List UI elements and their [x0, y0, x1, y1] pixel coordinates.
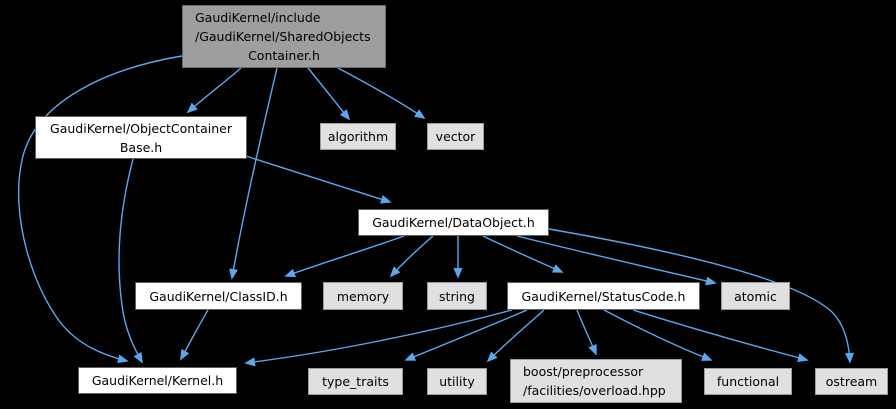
- node-label-line: algorithm: [327, 129, 389, 144]
- node-label-line: GaudiKernel/StatusCode.h: [521, 288, 686, 304]
- node-label-line: GaudiKernel/Kernel.h: [91, 373, 224, 388]
- node-label-line: /GaudiKernel/SharedObjects: [195, 29, 371, 44]
- edge-statuscode-to-kernel: [244, 309, 513, 367]
- node-dataobject[interactable]: GaudiKernel/DataObject.h: [358, 209, 549, 236]
- node-classid[interactable]: GaudiKernel/ClassID.h: [135, 282, 302, 310]
- edge-statuscode-to-ostream: [632, 309, 809, 363]
- node-label-line: GaudiKernel/ClassID.h: [149, 288, 288, 304]
- node-label-line: utility: [439, 374, 475, 389]
- node-label-line: Base.h: [119, 139, 163, 155]
- node-label-line: vector: [435, 129, 476, 144]
- edge-dataobject-to-atomic: [516, 235, 717, 286]
- node-sharedobjectscontainer: GaudiKernel/include/GaudiKernel/SharedOb…: [182, 5, 386, 68]
- node-type-traits: type_traits: [308, 368, 403, 395]
- edge-statuscode-to-utility: [486, 309, 545, 363]
- node-string: string: [427, 282, 487, 310]
- edge-classid-to-kernel: [180, 309, 209, 361]
- node-atomic: atomic: [721, 282, 790, 310]
- node-vector: vector: [427, 123, 484, 150]
- node-ostream: ostream: [815, 368, 888, 395]
- edge-sharedobjectscontainer-to-vector: [337, 67, 426, 120]
- edge-dataobject-to-memory: [389, 235, 434, 278]
- edge-dataobject-to-ostream: [548, 228, 854, 364]
- node-kernel[interactable]: GaudiKernel/Kernel.h: [78, 367, 237, 394]
- edge-objectcontainerbase-to-kernel: [118, 158, 143, 364]
- node-functional: functional: [704, 368, 792, 395]
- node-label-line: functional: [716, 374, 780, 389]
- node-label-line: GaudiKernel/DataObject.h: [372, 215, 535, 230]
- edge-sharedobjectscontainer-to-kernel: [17, 55, 183, 364]
- node-algorithm: algorithm: [320, 123, 396, 150]
- node-label-line: boost/preprocessor: [523, 364, 644, 379]
- node-label-line: /facilities/overload.hpp: [523, 383, 666, 398]
- node-label-line: GaudiKernel/ObjectContainer: [50, 120, 232, 136]
- node-label-line: memory: [336, 288, 390, 304]
- node-boost-overload: boost/preprocessor/facilities/overload.h…: [510, 359, 682, 403]
- edge-statuscode-to-boost-overload: [576, 309, 597, 356]
- edge-dataobject-to-classid: [284, 235, 405, 278]
- edge-sharedobjectscontainer-to-algorithm: [307, 67, 351, 121]
- edge-statuscode-to-type-traits: [404, 309, 528, 361]
- node-memory: memory: [323, 282, 403, 310]
- node-label-line: atomic: [734, 288, 777, 304]
- edge-sharedobjectscontainer-to-classid: [229, 67, 278, 280]
- edge-statuscode-to-functional: [603, 309, 713, 361]
- edge-objectcontainerbase-to-dataobject: [245, 155, 392, 204]
- node-utility: utility: [427, 368, 487, 395]
- node-statuscode[interactable]: GaudiKernel/StatusCode.h: [507, 282, 700, 310]
- node-label-line: ostream: [825, 374, 878, 389]
- edge-dataobject-to-statuscode: [482, 235, 564, 273]
- edge-sharedobjectscontainer-to-objectcontainerbase: [186, 67, 242, 114]
- node-label-line: string: [439, 288, 475, 304]
- node-label-line: type_traits: [322, 374, 389, 389]
- node-label-line: Container.h: [248, 48, 320, 63]
- node-label-line: GaudiKernel/include: [195, 10, 321, 25]
